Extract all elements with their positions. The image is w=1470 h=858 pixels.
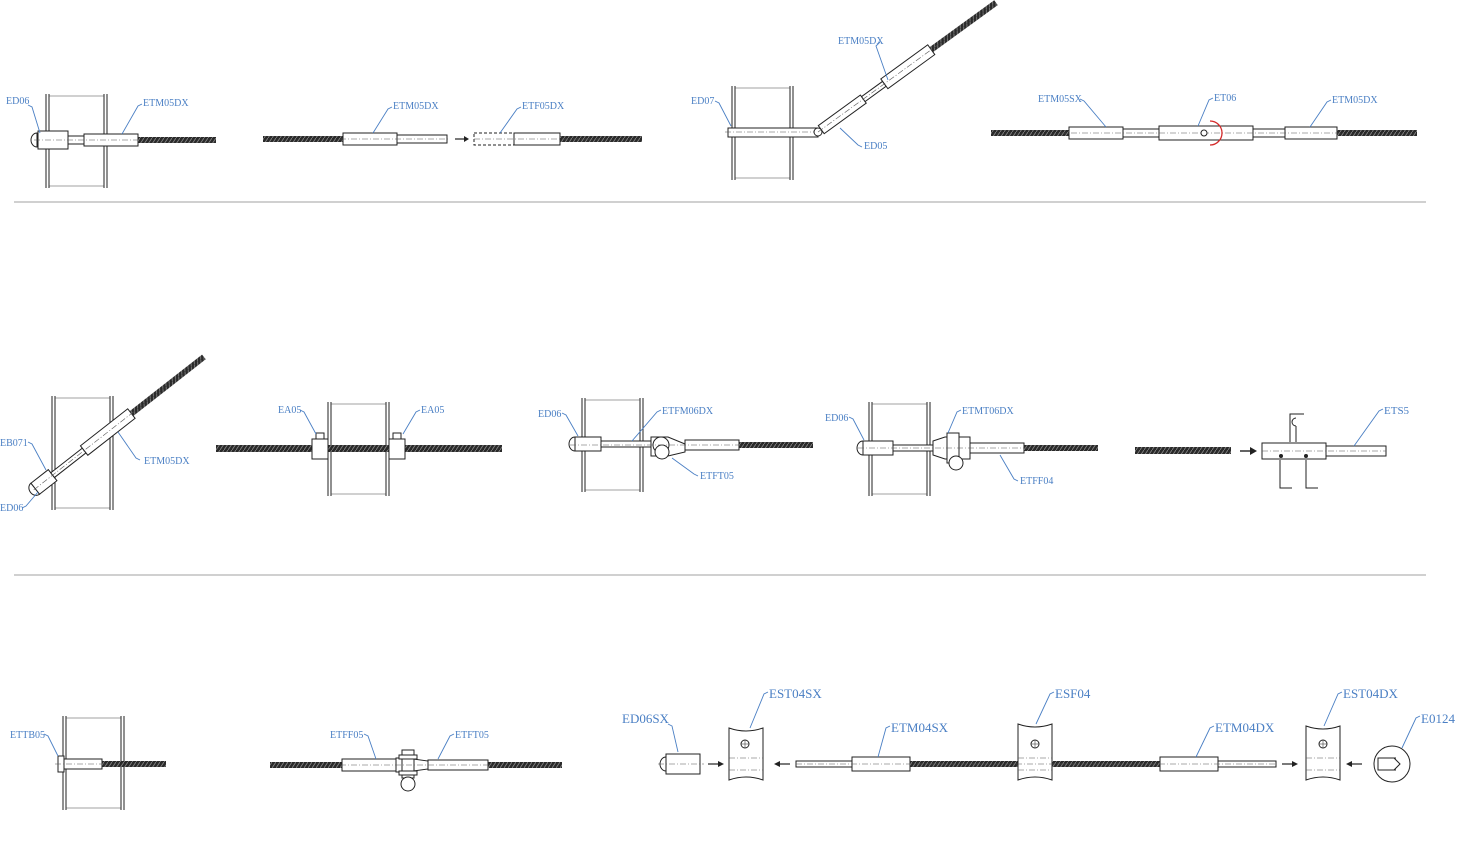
label-r1-ET06: ET06 [1197, 93, 1236, 127]
label-r1-ETM05SX: ETM05SX [1038, 94, 1107, 128]
svg-text:ETTB05: ETTB05 [10, 730, 45, 741]
label-r2-ETFT05: ETFT05 [671, 457, 734, 482]
label-r2-ETMT06DX: ETMT06DX [947, 406, 1014, 434]
detail-r3-jaw-toggle [270, 749, 562, 792]
label-r2-ED06-b: ED06 [538, 409, 579, 437]
label-r3-ETM04SX: ETM04SX [877, 720, 949, 758]
svg-text:EST04DX: EST04DX [1343, 686, 1399, 701]
label-r1-ETM05DX-b: ETM05DX [372, 101, 439, 134]
detail-r2-angled-through-post [28, 354, 206, 510]
label-r2-ETS5: ETS5 [1353, 405, 1410, 447]
label-r3-EST04SX: EST04SX [749, 686, 822, 729]
svg-text:ED06SX: ED06SX [622, 711, 670, 726]
label-r2-ED06-a: ED06 [0, 491, 39, 514]
label-r2-ED06-c: ED06 [825, 413, 865, 441]
label-r2-ETFF04: ETFF04 [999, 454, 1053, 487]
svg-text:ETM04DX: ETM04DX [1215, 720, 1275, 735]
label-r1-ED05: ED05 [839, 127, 887, 152]
svg-text:ED06: ED06 [538, 409, 561, 420]
svg-text:ETM05DX: ETM05DX [144, 456, 190, 467]
svg-text:ETM05DX: ETM05DX [1332, 95, 1378, 106]
label-r2-ETM05DX: ETM05DX [117, 431, 190, 467]
svg-text:ETFT05: ETFT05 [455, 730, 489, 741]
detail-r1-turnbuckle [991, 120, 1417, 146]
detail-r3-exploded-assembly [658, 723, 1411, 783]
label-r1-ED07: ED07 [691, 96, 732, 127]
label-r3-ESF04: ESF04 [1035, 686, 1091, 725]
label-r3-ETM04DX: ETM04DX [1195, 720, 1275, 758]
detail-r2-jaw-jaw [856, 402, 1098, 496]
svg-text:ETM05DX: ETM05DX [838, 36, 884, 47]
label-r3-ETFF05: ETFF05 [330, 730, 377, 760]
label-r3-EST04DX: EST04DX [1323, 686, 1399, 727]
svg-text:ETFF05: ETFF05 [330, 730, 363, 741]
svg-text:ETM04SX: ETM04SX [891, 720, 949, 735]
label-r1-ETF05DX: ETF05DX [499, 101, 565, 134]
label-r2-ETFM06DX: ETFM06DX [631, 406, 714, 442]
detail-r2-fork-toggle [568, 398, 813, 492]
svg-text:ED06: ED06 [0, 503, 23, 514]
svg-text:ETM05DX: ETM05DX [143, 98, 189, 109]
detail-r1-post-terminal [30, 94, 216, 188]
detail-r1-coupling [263, 132, 642, 146]
svg-text:ESF04: ESF04 [1055, 686, 1091, 701]
detail-r2-stud [1135, 413, 1387, 489]
label-r3-ETFT05: ETFT05 [437, 730, 489, 760]
label-r3-E0124: E0124 [1401, 711, 1455, 749]
detail-r1-angled-terminal [725, 0, 998, 180]
svg-text:ETMT06DX: ETMT06DX [962, 406, 1014, 417]
label-r1-ETM05DX-d: ETM05DX [1309, 95, 1378, 128]
svg-text:ETM05DX: ETM05DX [393, 101, 439, 112]
svg-text:EST04SX: EST04SX [769, 686, 822, 701]
label-r1-ETM05DX-c: ETM05DX [838, 36, 889, 81]
svg-text:ETS5: ETS5 [1384, 405, 1410, 417]
label-r2-EA05-a: EA05 [278, 405, 317, 435]
label-r2-EB071: EB071 [0, 438, 47, 471]
label-r2-EA05-b: EA05 [402, 405, 444, 435]
svg-text:EA05: EA05 [278, 405, 301, 416]
svg-text:EA05: EA05 [421, 405, 444, 416]
svg-text:ED06: ED06 [825, 413, 848, 424]
svg-text:ED06: ED06 [6, 96, 29, 107]
svg-text:EB071: EB071 [0, 438, 28, 449]
detail-r3-post-terminal [55, 716, 166, 810]
label-r3-ED06SX: ED06SX [622, 711, 679, 753]
svg-text:ETM05SX: ETM05SX [1038, 94, 1083, 105]
label-r3-ETTB05: ETTB05 [10, 730, 59, 757]
svg-text:ETFF04: ETFF04 [1020, 476, 1053, 487]
svg-text:E0124: E0124 [1421, 711, 1455, 726]
svg-text:ET06: ET06 [1214, 93, 1236, 104]
label-r1-ETM05DX-a: ETM05DX [121, 98, 189, 135]
svg-text:ED05: ED05 [864, 141, 887, 152]
detail-r2-clamps [216, 402, 502, 496]
svg-text:ETFT05: ETFT05 [700, 471, 734, 482]
label-r1-ED06: ED06 [6, 96, 41, 134]
svg-text:ETFM06DX: ETFM06DX [662, 406, 714, 417]
svg-text:ED07: ED07 [691, 96, 714, 107]
svg-text:ETF05DX: ETF05DX [522, 101, 565, 112]
